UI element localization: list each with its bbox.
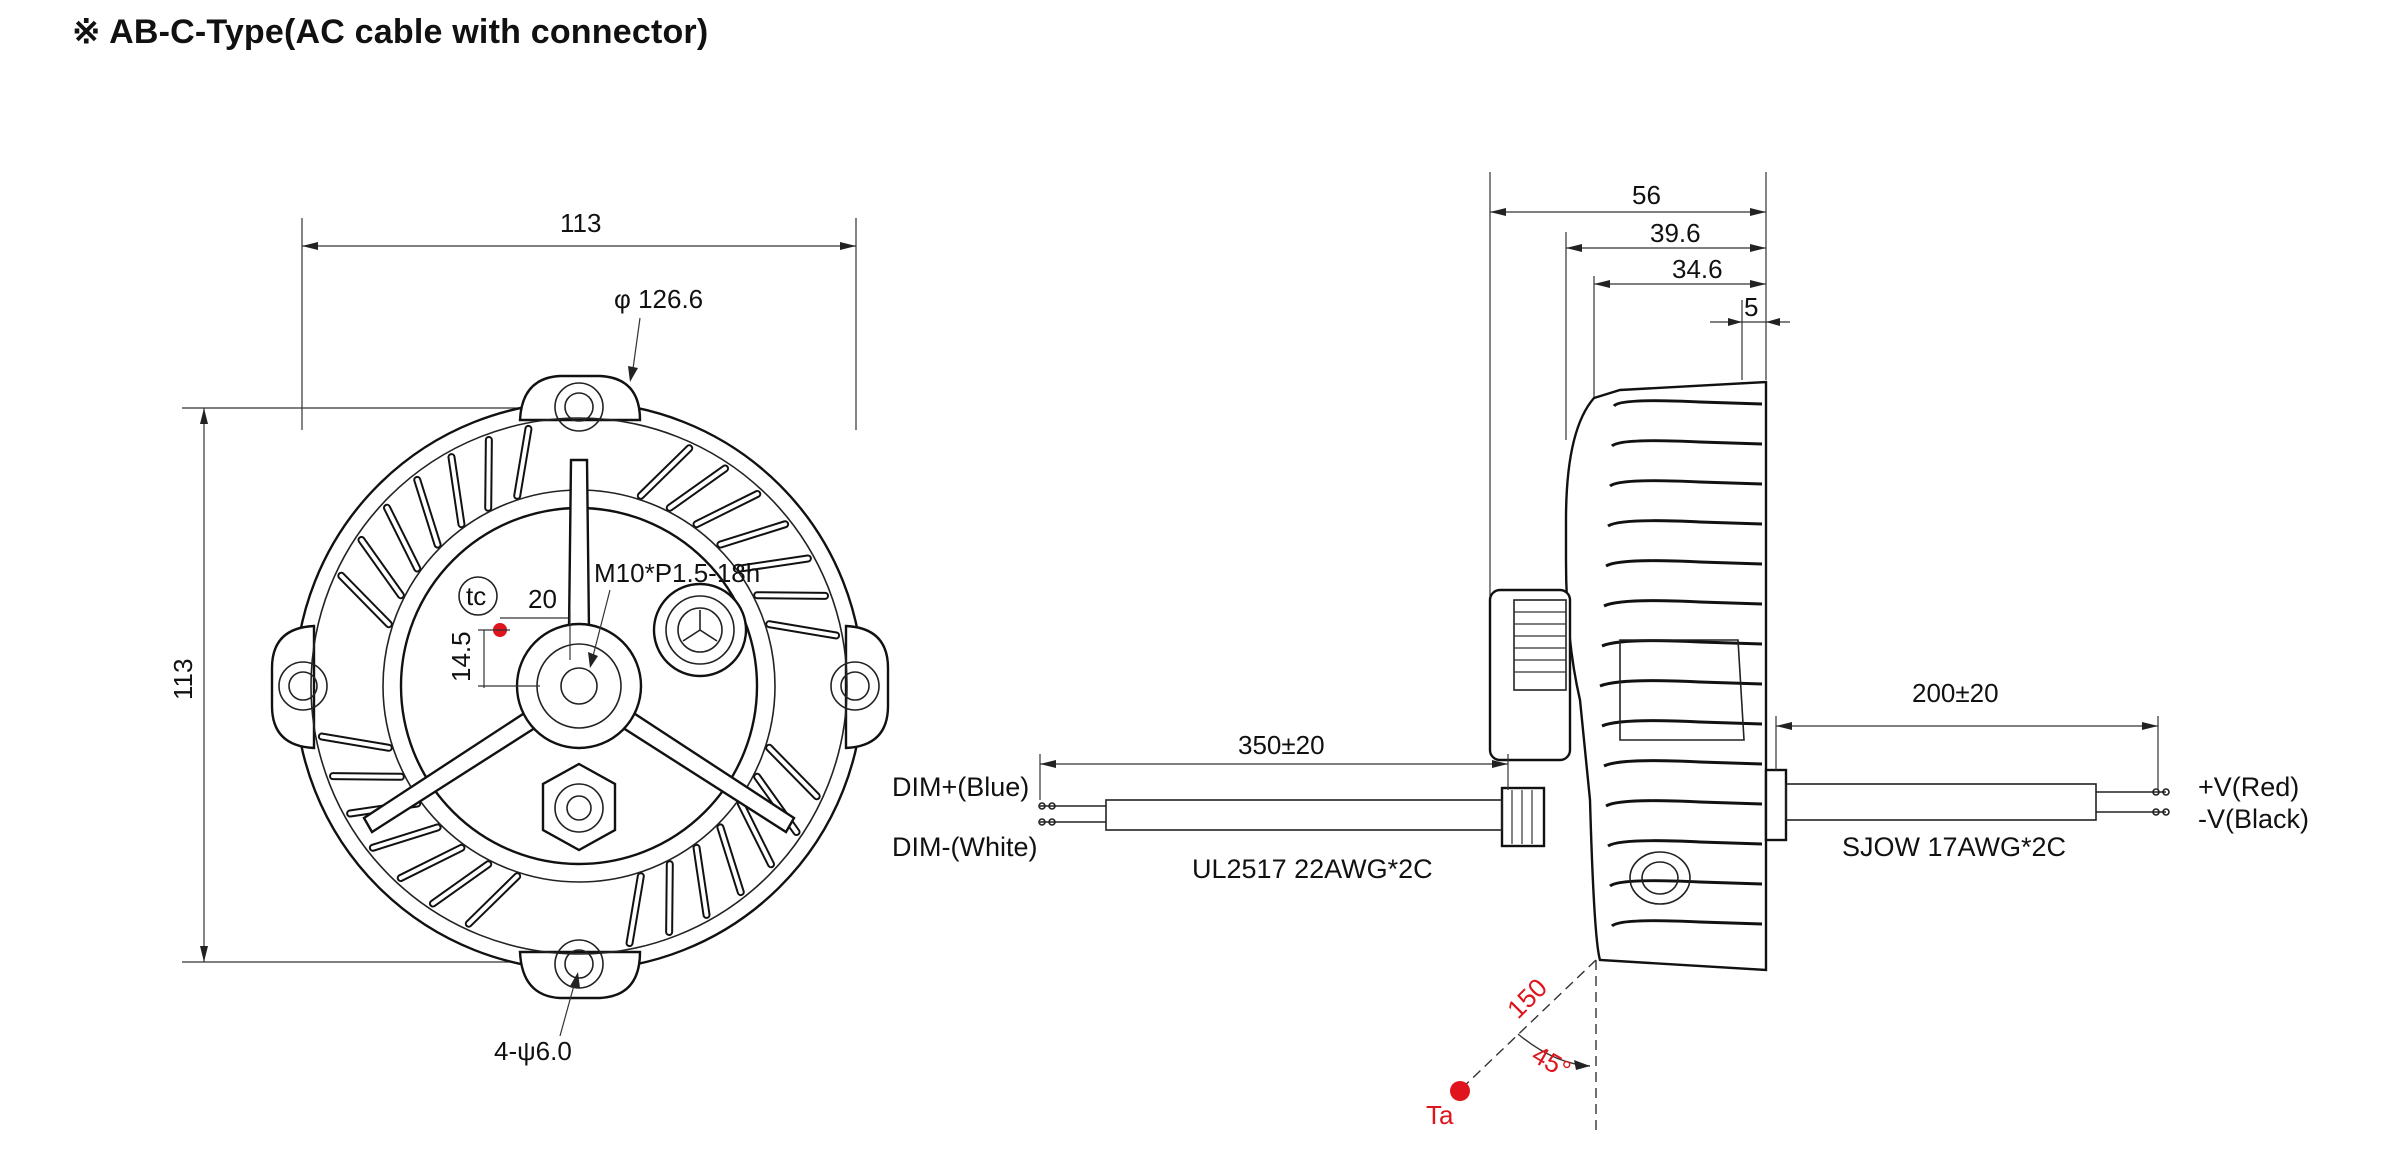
- side-fin: [1607, 839, 1763, 848]
- ta-red-dot: [1450, 1081, 1470, 1101]
- fin: [755, 593, 828, 598]
- fin: [449, 455, 464, 527]
- fin: [638, 446, 692, 498]
- fin: [430, 862, 491, 906]
- dim-minus-label: DIM-(White): [892, 832, 1037, 862]
- dim-plus-label: DIM+(Blue): [892, 772, 1029, 802]
- side-fin: [1612, 399, 1763, 408]
- side-fin: [1603, 599, 1763, 608]
- fin: [627, 874, 643, 946]
- v-minus-label: -V(Black): [2198, 804, 2309, 834]
- tc-x-dim: 20: [528, 584, 557, 614]
- fin: [398, 845, 464, 881]
- fin: [486, 437, 491, 510]
- fin: [738, 556, 810, 571]
- right-cable-spec: SJOW 17AWG*2C: [1842, 832, 2066, 862]
- fin: [330, 774, 403, 779]
- fin: [667, 466, 728, 510]
- side-fins: [1599, 399, 1763, 928]
- tc-point: tc 20 14.5: [446, 576, 571, 688]
- fin: [718, 522, 788, 547]
- radial-fins: [317, 424, 841, 948]
- height-dim: 113: [168, 659, 198, 700]
- tc-y-dim: 14.5: [446, 631, 476, 682]
- side-fin: [1605, 559, 1763, 568]
- mount-holes-label: 4-ψ6.0: [494, 1036, 572, 1066]
- left-cable-spec: UL2517 22AWG*2C: [1192, 854, 1433, 884]
- side-fin: [1605, 799, 1763, 808]
- fin: [384, 505, 420, 571]
- fin: [515, 426, 531, 498]
- width-dim: 113: [560, 208, 601, 238]
- page-title: ※ AB-C-Type(AC cable with connector): [72, 13, 709, 51]
- front-view: 113 113: [168, 208, 890, 1066]
- connector-socket-icon: [652, 582, 748, 678]
- thread-label: M10*P1.5-18h: [594, 558, 760, 588]
- side-fin: [1610, 919, 1763, 928]
- side-fin: [1599, 679, 1763, 688]
- fin: [767, 622, 839, 638]
- left-cable-gland: [1500, 786, 1546, 848]
- dim-total: 56: [1632, 180, 1661, 210]
- fin: [339, 573, 391, 627]
- ta-distance: 150: [1501, 972, 1553, 1024]
- fin: [694, 491, 760, 527]
- fin: [667, 862, 672, 935]
- fin: [466, 874, 520, 926]
- left-cable: [1105, 799, 1503, 831]
- fin: [694, 845, 709, 917]
- side-fin: [1601, 639, 1763, 648]
- fin: [415, 477, 440, 547]
- fin: [359, 537, 403, 598]
- fin: [738, 801, 774, 867]
- diameter-label: φ 126.6: [614, 284, 703, 314]
- fin: [767, 745, 819, 799]
- dim-left-cable: 350±20: [1238, 730, 1325, 760]
- right-cable-gland: [1764, 768, 1788, 842]
- side-fin: [1603, 759, 1763, 768]
- cable-gland-icon: [541, 762, 617, 852]
- side-fin: [1601, 719, 1763, 728]
- v-plus-label: +V(Red): [2198, 772, 2299, 802]
- fin: [718, 825, 743, 895]
- dim-3: 34.6: [1672, 254, 1723, 284]
- right-cable: [1785, 783, 2097, 821]
- side-view: 56 39.6 34.6 5: [892, 172, 2309, 1136]
- side-housing: [1564, 380, 1768, 972]
- side-fin: [1609, 479, 1763, 488]
- dim-2: 39.6: [1650, 218, 1701, 248]
- tc-symbol: tc: [466, 581, 486, 611]
- spokes: [362, 458, 796, 834]
- side-connector: [1488, 588, 1572, 762]
- fin: [370, 825, 440, 850]
- ta-label: Ta: [1426, 1100, 1454, 1130]
- side-fin: [1610, 439, 1763, 448]
- fin: [319, 734, 391, 750]
- dim-4: 5: [1744, 292, 1758, 322]
- dim-right-cable: 200±20: [1912, 678, 1999, 708]
- side-fin: [1607, 519, 1763, 528]
